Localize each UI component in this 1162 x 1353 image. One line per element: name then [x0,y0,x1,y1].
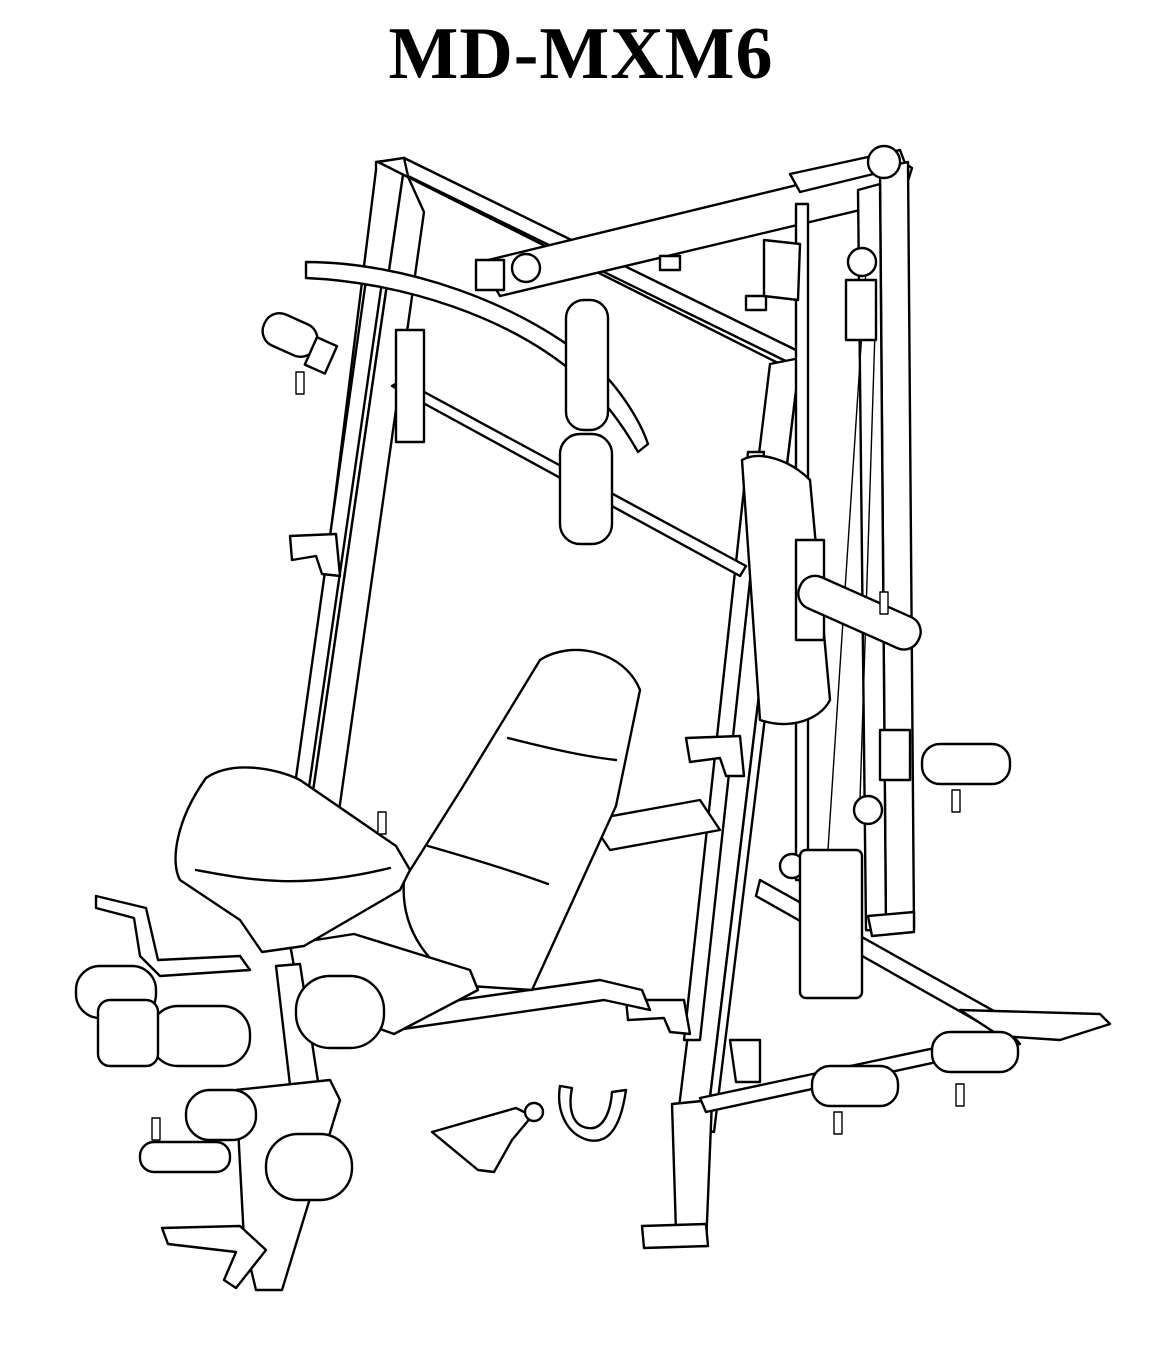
clip-6 [951,789,961,813]
low-roller-left [184,1088,258,1142]
smith-bar-assembly [261,298,922,651]
cable [825,269,867,881]
side-pulley [846,246,878,278]
lower-pulley [852,794,884,826]
frame [290,148,1112,1250]
tricep-handle [430,1106,534,1174]
counterweight-plate [762,238,802,302]
center-column-sleeve [558,432,614,546]
lower-j-hook [728,1038,762,1084]
model-title: MD-MXM6 [388,13,774,95]
clip-3 [151,1117,161,1141]
roller-bracket [96,998,160,1068]
ankle-strap [557,1084,628,1142]
clip-4 [833,1111,843,1135]
clip-5 [955,1083,965,1107]
leg-developer [74,894,386,1292]
weight-stack-block [798,848,864,1000]
low-roller-tube [138,1140,232,1174]
side-peg [920,742,1012,786]
front-peg [810,1064,900,1108]
backrest [402,648,642,992]
rear-foot [866,910,916,938]
cable-bracket [878,728,912,782]
weight-shroud [740,454,832,726]
left-carriage [394,328,426,444]
leg-developer-foot [160,1224,268,1290]
low-roller-right [264,1132,354,1202]
bench [174,648,722,1036]
right-sleeve [797,574,922,651]
left-j-hook [288,532,342,578]
clip-2 [377,811,387,835]
mid-roller [148,1004,252,1068]
lat-bar-hook [474,258,506,292]
left-sleeve-collar [303,336,339,375]
spring-clips [151,371,965,1141]
center-column [564,298,610,432]
storage-pegs [810,742,1020,1108]
guide-sleeve-top [658,254,682,272]
top-pulley-left [510,252,542,284]
bench-rear-support [588,798,722,852]
cable-2 [859,299,877,801]
guide-sleeve-top-2 [744,294,768,312]
leg-pad [174,766,412,954]
top-pulley-right [866,144,902,180]
backrest-seam [506,736,618,762]
pulley-bracket [844,278,878,342]
side-handle [94,894,252,978]
counterweight [658,238,864,1000]
front-foot-plate [640,1222,710,1250]
right-j-hook [684,734,746,778]
leg-pad-seam [194,866,392,883]
pulley-system [510,144,912,881]
backrest-seam-2 [426,844,550,886]
rear-peg [930,1030,1020,1074]
clip-7 [879,591,889,615]
top-roller-right [294,974,386,1050]
clip-1 [295,371,305,395]
accessories [430,1084,628,1174]
tricep-handle-ring [523,1101,545,1123]
